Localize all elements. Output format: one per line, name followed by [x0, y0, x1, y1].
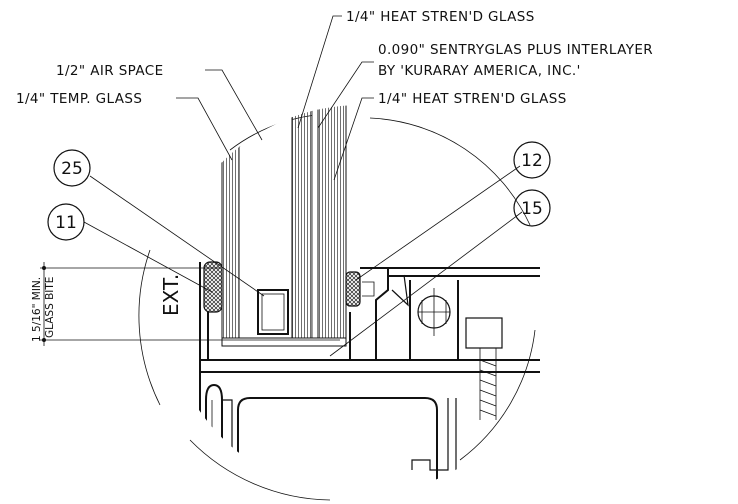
tag-15: 15: [513, 189, 551, 227]
tag-11: 11: [47, 203, 85, 241]
tag-25: 25: [53, 149, 91, 187]
leader-lines: [83, 15, 523, 357]
air-space: [240, 105, 292, 338]
callout-interlayer-line2: BY 'KURARAY AMERICA, INC.': [378, 63, 581, 79]
tag-25-label: 25: [61, 159, 83, 179]
heat-strengthened-lite-outer: [291, 105, 313, 339]
glass-unit: [221, 105, 347, 339]
callout-glass-inner: 1/4" HEAT STREN'D GLASS: [378, 91, 567, 107]
exterior-gasket: [203, 261, 223, 313]
tag-12: 12: [513, 141, 551, 179]
callout-air-space: 1/2" AIR SPACE: [56, 63, 164, 79]
interlayer: [311, 105, 319, 339]
tag-12-label: 12: [521, 151, 543, 171]
glass-bite-dimension: 1 5/16" MIN. GLASS BITE: [31, 262, 340, 346]
interior-gasket: [345, 271, 361, 307]
callout-interlayer-line1: 0.090" SENTRYGLAS PLUS INTERLAYER: [378, 42, 653, 58]
callout-temp-glass: 1/4" TEMP. GLASS: [16, 91, 142, 107]
setting-block: [221, 337, 347, 347]
callout-glass-outer: 1/4" HEAT STREN'D GLASS: [346, 9, 535, 25]
heat-strengthened-lite-inner: [317, 105, 347, 339]
temp-glass-lite: [221, 105, 241, 339]
tag-11-label: 11: [55, 213, 77, 233]
exterior-side-label: EXT.: [159, 274, 183, 316]
spacer: [257, 289, 289, 335]
dimension-line1: 1 5/16" MIN.: [31, 277, 43, 342]
tag-15-label: 15: [521, 199, 543, 219]
dimension-line2: GLASS BITE: [44, 277, 56, 338]
